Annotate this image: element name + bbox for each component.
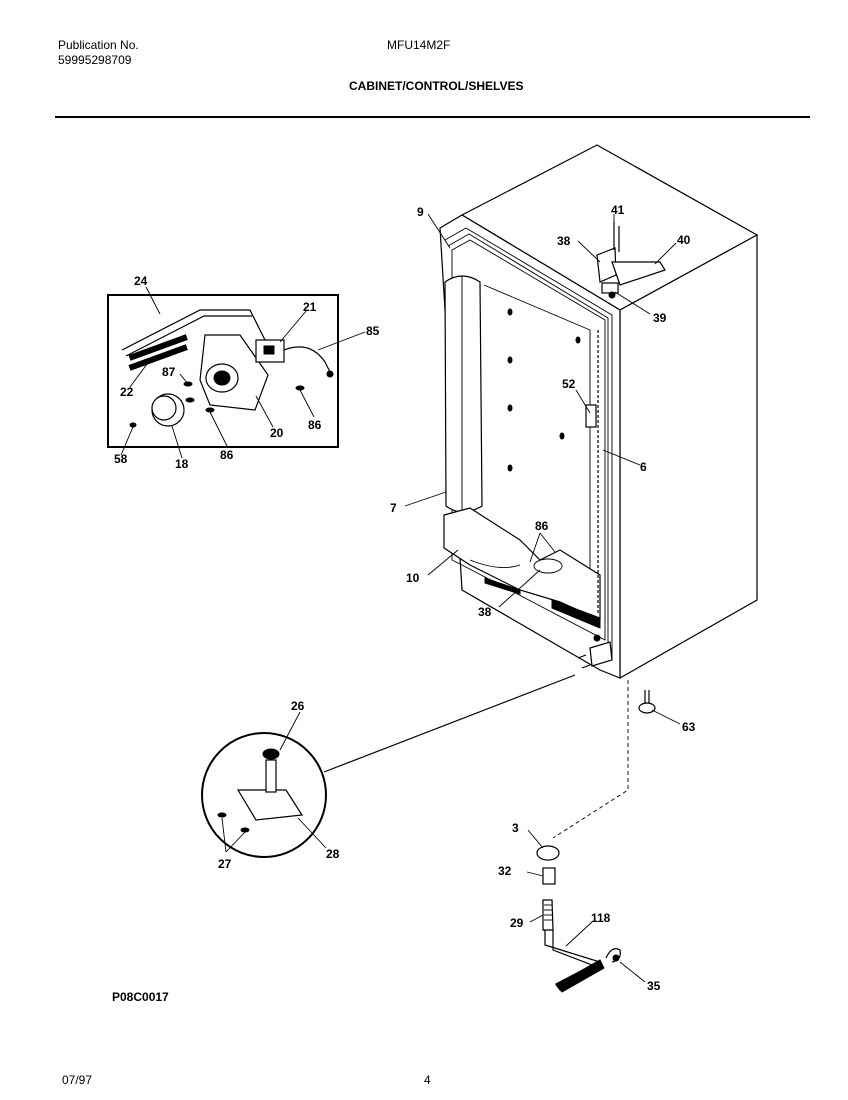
- bottom-hinge-bracket: [577, 634, 613, 669]
- callout-86-tray: 86: [535, 519, 549, 533]
- cabinet-body: [439, 144, 759, 680]
- callout-85: 85: [366, 324, 380, 338]
- callout-27: 27: [218, 857, 232, 871]
- footer-date: 07/97: [62, 1073, 93, 1087]
- leader-lines: [120, 213, 681, 983]
- drain-tube-assembly: [536, 845, 621, 993]
- callout-32: 32: [498, 864, 512, 878]
- callout-63: 63: [682, 720, 696, 734]
- callout-6: 6: [640, 460, 647, 474]
- callout-18: 18: [175, 457, 189, 471]
- callout-118: 118: [591, 911, 611, 925]
- page-number: 4: [424, 1073, 431, 1087]
- callout-41: 41: [611, 203, 625, 217]
- leveling-leg: [638, 690, 656, 714]
- control-inset: [107, 294, 339, 448]
- callout-35: 35: [647, 979, 661, 993]
- callout-21: 21: [303, 300, 317, 314]
- callout-10: 10: [406, 571, 420, 585]
- section-title: CABINET/CONTROL/SHELVES: [349, 79, 524, 93]
- callout-86-inset-right: 86: [308, 418, 322, 432]
- callout-26: 26: [291, 699, 305, 713]
- drawing-code: P08C0017: [112, 990, 169, 1004]
- model-number: MFU14M2F: [387, 38, 451, 52]
- callout-87: 87: [162, 365, 176, 379]
- callout-52: 52: [562, 377, 576, 391]
- callout-3: 3: [512, 821, 519, 835]
- callout-labels: 9 41 38 40 39 24 21 85 87 22 20 86 86 58…: [114, 203, 696, 993]
- callout-39: 39: [653, 311, 667, 325]
- hinge-detail-circle: [201, 674, 576, 858]
- callout-22: 22: [120, 385, 134, 399]
- callout-38-top: 38: [557, 234, 571, 248]
- callout-28: 28: [326, 847, 340, 861]
- publication-number: 59995298709: [58, 53, 132, 67]
- callout-58: 58: [114, 452, 128, 466]
- top-hinge-assembly: [596, 222, 666, 299]
- callout-86-inset-bottom: 86: [220, 448, 234, 462]
- publication-label: Publication No.: [58, 38, 139, 52]
- callout-9: 9: [417, 205, 424, 219]
- callout-7: 7: [390, 501, 397, 515]
- header-rule: [55, 116, 810, 118]
- callout-20: 20: [270, 426, 284, 440]
- callout-40: 40: [677, 233, 691, 247]
- callout-24: 24: [134, 274, 148, 288]
- callout-29: 29: [510, 916, 524, 930]
- callout-38-bottom: 38: [478, 605, 492, 619]
